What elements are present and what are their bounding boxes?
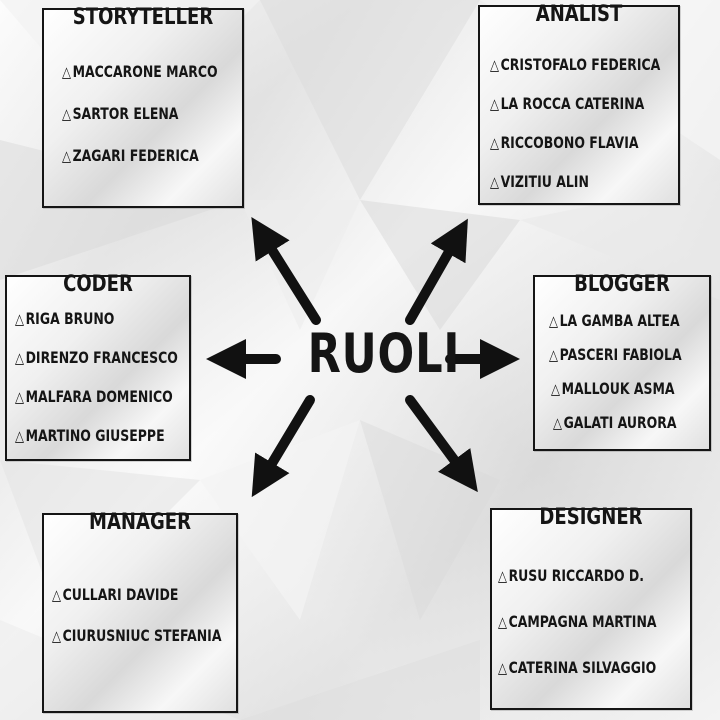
- member-item: △CAMPAGNA MARTINA: [498, 612, 657, 631]
- role-box-storyteller: STORYTELLER △MACCARONE MARCO △SARTOR ELE…: [42, 5, 244, 208]
- member-item: △CATERINA SILVAGGIO: [498, 658, 656, 677]
- member-item: △RIGA BRUNO: [15, 309, 114, 328]
- member-item: △CULLARI DAVIDE: [52, 585, 178, 604]
- triangle-icon: △: [62, 147, 72, 165]
- member-name: RICCOBONO FLAVIA: [500, 133, 639, 152]
- triangle-icon: △: [498, 613, 508, 631]
- member-item: △LA GAMBA ALTEA: [549, 311, 680, 330]
- role-box-blogger: BLOGGER △LA GAMBA ALTEA △PASCERI FABIOLA…: [533, 272, 711, 451]
- member-name: CULLARI DAVIDE: [62, 585, 179, 604]
- member-name: MACCARONE MARCO: [72, 62, 218, 81]
- member-name: MARTINO GIUSEPPE: [25, 426, 165, 445]
- member-item: △MALFARA DOMENICO: [15, 387, 173, 406]
- arrow-manager: [251, 395, 315, 498]
- member-name: RUSU RICCARDO D.: [508, 566, 645, 585]
- member-name: DIRENZO FRANCESCO: [25, 348, 178, 367]
- triangle-icon: △: [498, 567, 508, 585]
- arrow-analist: [405, 218, 468, 325]
- triangle-icon: △: [52, 586, 62, 604]
- triangle-icon: △: [62, 105, 72, 123]
- arrow-storyteller: [251, 217, 321, 325]
- triangle-icon: △: [62, 63, 72, 81]
- member-item: △VIZITIU ALIN: [490, 172, 589, 191]
- role-box-designer: DESIGNER △RUSU RICCARDO D. △CAMPAGNA MAR…: [490, 505, 692, 710]
- triangle-icon: △: [15, 349, 25, 367]
- role-title: STORYTELLER: [72, 5, 214, 30]
- role-box-analist: ANALIST △CRISTOFALO FEDERICA △LA ROCCA C…: [478, 2, 680, 205]
- role-title: BLOGGER: [574, 272, 670, 297]
- role-box-coder: CODER △RIGA BRUNO △DIRENZO FRANCESCO △MA…: [5, 272, 191, 461]
- member-item: △LA ROCCA CATERINA: [490, 94, 644, 113]
- member-name: CRISTOFALO FEDERICA: [500, 55, 661, 74]
- member-name: PASCERI FABIOLA: [559, 345, 682, 364]
- member-name: MALFARA DOMENICO: [25, 387, 173, 406]
- role-title: CODER: [63, 272, 133, 297]
- member-name: CIURUSNIUC STEFANIA: [62, 626, 222, 645]
- role-title: DESIGNER: [539, 505, 643, 530]
- member-name: MALLOUK ASMA: [561, 379, 675, 398]
- member-item: △CIURUSNIUC STEFANIA: [52, 626, 221, 645]
- triangle-icon: △: [490, 95, 500, 113]
- role-title: MANAGER: [88, 510, 191, 535]
- member-name: VIZITIU ALIN: [500, 172, 589, 191]
- arrow-designer: [405, 395, 478, 493]
- triangle-icon: △: [549, 346, 559, 364]
- member-name: RIGA BRUNO: [25, 309, 115, 328]
- member-item: △CRISTOFALO FEDERICA: [490, 55, 660, 74]
- member-name: CAMPAGNA MARTINA: [508, 612, 657, 631]
- member-item: △DIRENZO FRANCESCO: [15, 348, 178, 367]
- center-title: RUOLI: [307, 322, 461, 385]
- member-item: △GALATI AURORA: [553, 413, 677, 432]
- member-item: △PASCERI FABIOLA: [549, 345, 682, 364]
- triangle-icon: △: [15, 427, 25, 445]
- triangle-icon: △: [15, 310, 25, 328]
- triangle-icon: △: [490, 173, 500, 191]
- member-name: SARTOR ELENA: [72, 104, 179, 123]
- member-name: LA GAMBA ALTEA: [559, 311, 680, 330]
- member-name: CATERINA SILVAGGIO: [508, 658, 657, 677]
- triangle-icon: △: [498, 659, 508, 677]
- triangle-icon: △: [52, 627, 62, 645]
- member-name: ZAGARI FEDERICA: [72, 146, 199, 165]
- triangle-icon: △: [551, 380, 561, 398]
- triangle-icon: △: [15, 388, 25, 406]
- triangle-icon: △: [549, 312, 559, 330]
- member-item: △RUSU RICCARDO D.: [498, 566, 644, 585]
- role-box-manager: MANAGER △CULLARI DAVIDE △CIURUSNIUC STEF…: [42, 510, 238, 713]
- member-item: △MACCARONE MARCO: [62, 62, 218, 81]
- member-item: △MALLOUK ASMA: [551, 379, 675, 398]
- member-item: △ZAGARI FEDERICA: [62, 146, 199, 165]
- triangle-icon: △: [490, 134, 500, 152]
- member-name: LA ROCCA CATERINA: [500, 94, 645, 113]
- member-item: △SARTOR ELENA: [62, 104, 178, 123]
- triangle-icon: △: [490, 56, 500, 74]
- member-name: GALATI AURORA: [563, 413, 677, 432]
- member-item: △RICCOBONO FLAVIA: [490, 133, 639, 152]
- role-title: ANALIST: [535, 2, 623, 27]
- triangle-icon: △: [553, 414, 563, 432]
- member-item: △MARTINO GIUSEPPE: [15, 426, 165, 445]
